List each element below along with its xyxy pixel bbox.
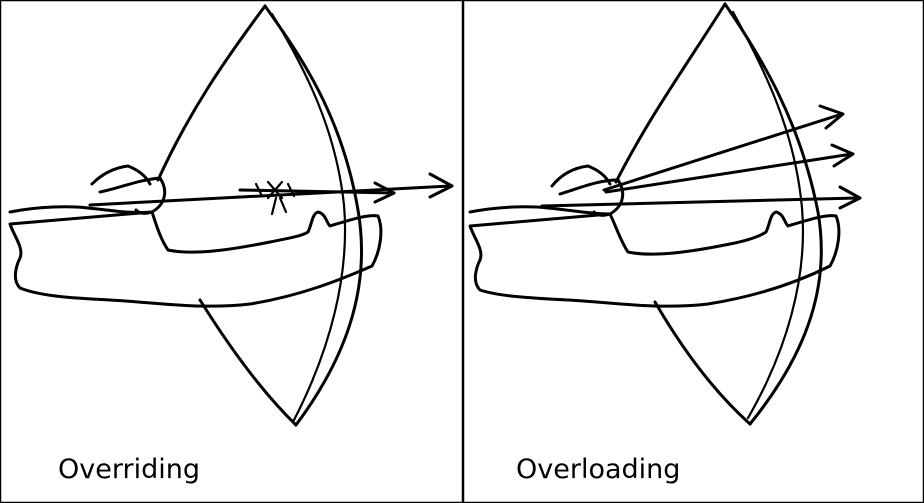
bow-limb-inner	[270, 12, 347, 422]
overloading-panel: Overloading	[468, 2, 862, 485]
bow-limb-inner	[731, 10, 805, 420]
arrowhead-icon	[838, 185, 862, 210]
bowstring-lower	[198, 298, 298, 427]
panel-caption: Overloading	[516, 454, 680, 485]
arrowhead-icon	[818, 104, 845, 130]
bow-limb-icon	[263, 4, 364, 427]
override-arrowhead-icon	[373, 181, 396, 204]
panel-caption: Overriding	[58, 454, 200, 485]
arrow-shaft	[602, 112, 844, 192]
bow-limb-icon	[723, 2, 823, 426]
bowstring-upper	[614, 2, 727, 184]
arrowhead-icon	[830, 143, 855, 168]
arm-icon	[468, 205, 841, 308]
bowstring-upper	[156, 4, 267, 182]
arrow-shaft	[540, 196, 860, 208]
drawing-hand-icon	[90, 164, 167, 215]
overriding-panel: Overriding	[8, 4, 454, 485]
fletching-icon	[254, 180, 296, 216]
override-arrow	[238, 188, 394, 195]
arrow-shaft	[604, 152, 854, 194]
bowstring-lower	[653, 300, 752, 426]
arrowhead-icon	[428, 172, 454, 199]
arm-icon	[8, 205, 383, 308]
